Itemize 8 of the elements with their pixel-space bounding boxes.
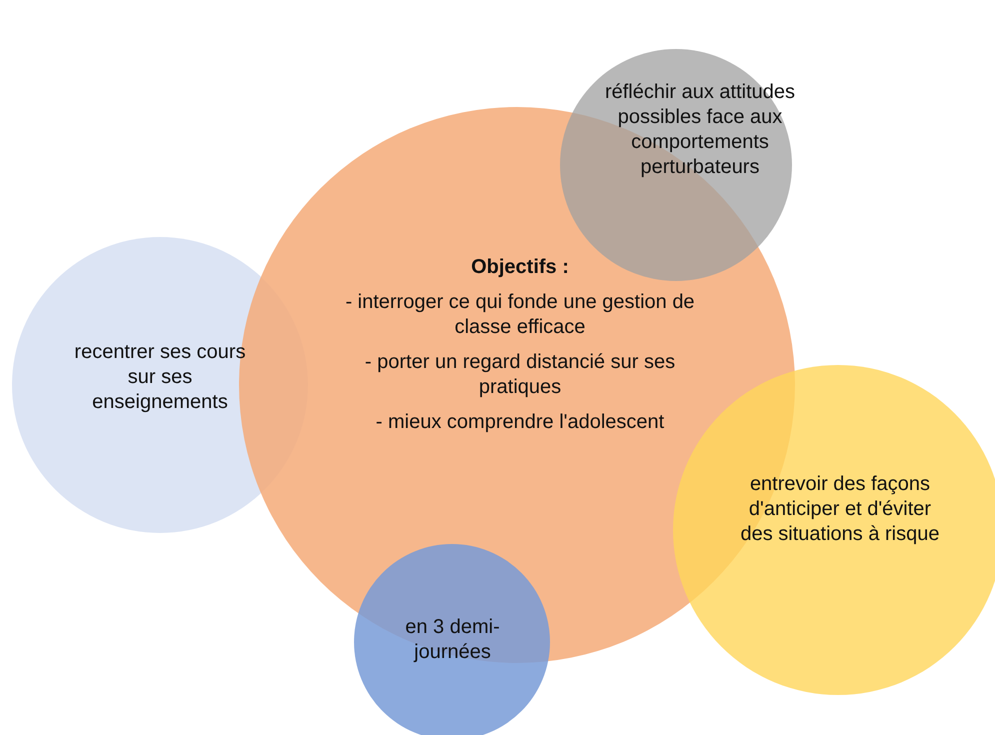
circle-text: entrevoir des façons d'anticiper et d'éviter des situations à risque <box>739 472 940 547</box>
circle-text: - porter un regard distancié sur ses pratiques <box>364 350 676 400</box>
circle-text: - interroger ce qui fonde une gestion de classe efficace <box>344 290 696 340</box>
circle-text: en 3 demi-journées <box>404 615 501 665</box>
heading: Objectifs : <box>471 255 569 280</box>
circle-text: recentrer ses cours sur ses enseignements <box>73 340 247 415</box>
circle-text: - mieux comprendre l'adolescent <box>376 410 664 435</box>
circle-text: réfléchir aux attitudes possibles face aux comportements perturbateurs <box>604 80 796 180</box>
